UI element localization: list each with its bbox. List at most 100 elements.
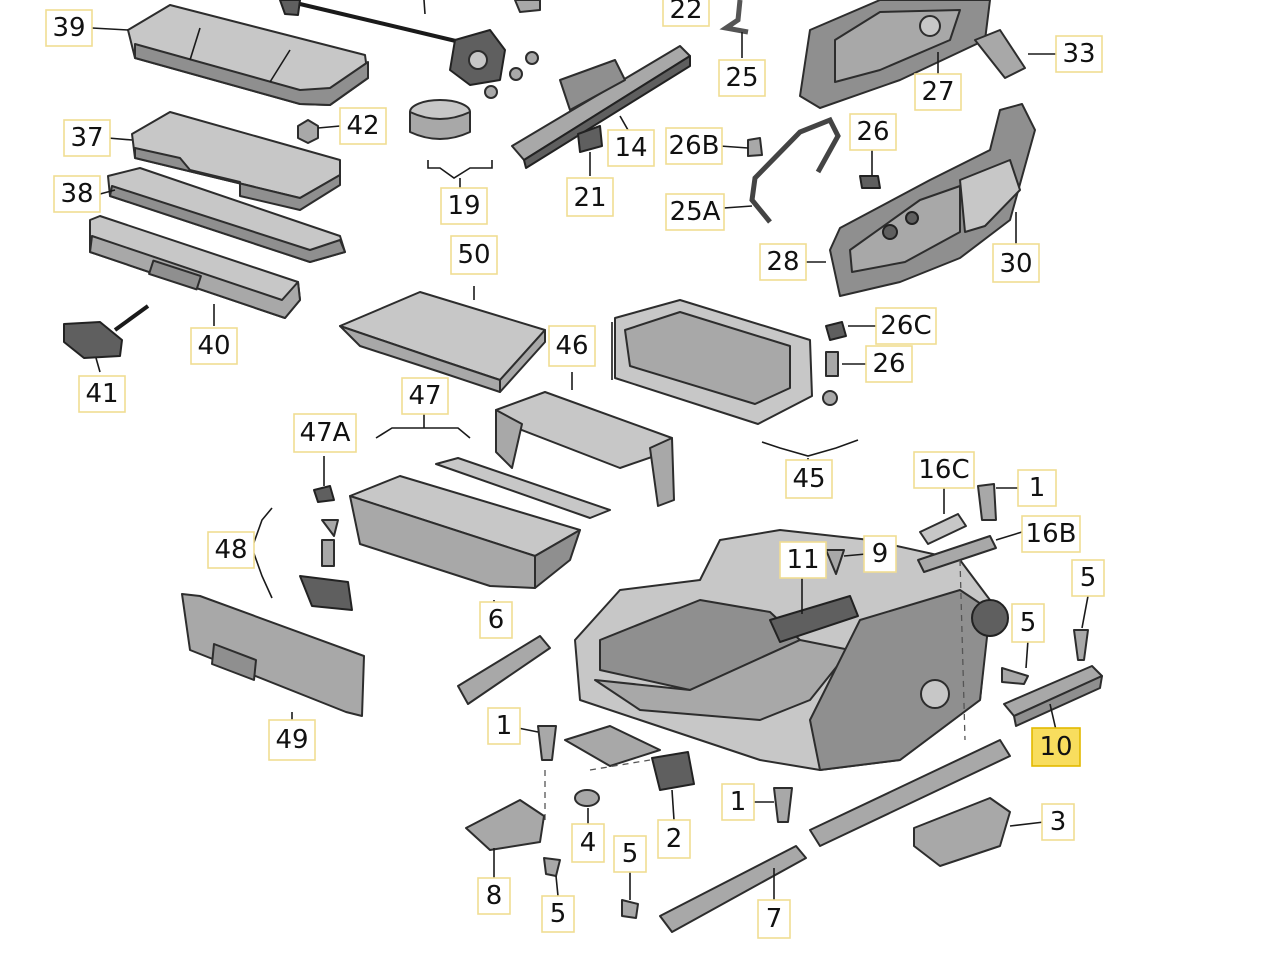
- part-47a-screw: [313, 485, 335, 503]
- part-49-front-trim: [181, 593, 365, 717]
- part-8-bracket: [465, 799, 545, 851]
- callout-41: 41: [78, 375, 126, 413]
- svg-text:42: 42: [346, 111, 379, 141]
- part-41-switch: [63, 304, 150, 359]
- part-14-rail: [511, 45, 691, 169]
- callout-26c: 26C: [875, 307, 937, 345]
- svg-text:5: 5: [622, 839, 639, 869]
- svg-text:26: 26: [856, 117, 889, 147]
- part-1-bolt-bottom: [773, 787, 793, 823]
- leader-lines: [91, 0, 1089, 900]
- svg-text:19: 19: [447, 191, 480, 221]
- callout-1-left: 1: [487, 707, 521, 745]
- callout-26-mid: 26: [865, 345, 913, 383]
- svg-text:33: 33: [1062, 39, 1095, 69]
- svg-text:30: 30: [999, 249, 1032, 279]
- svg-text:49: 49: [275, 725, 308, 755]
- svg-text:9: 9: [872, 539, 889, 569]
- svg-text:10: 10: [1039, 732, 1072, 762]
- svg-text:40: 40: [197, 331, 230, 361]
- callout-3: 3: [1041, 803, 1075, 841]
- svg-text:21: 21: [573, 183, 606, 213]
- svg-text:7: 7: [766, 904, 783, 934]
- part-42-nut: [297, 119, 319, 144]
- part-mechanism-top: [279, 0, 541, 99]
- part-2-motor: [651, 751, 695, 791]
- callout-1-top: 1: [1017, 469, 1057, 507]
- callout-45: 45: [785, 459, 833, 499]
- part-26-screw-top: [859, 175, 881, 189]
- svg-text:37: 37: [70, 123, 103, 153]
- part-5-screw-bottom-b: [621, 899, 639, 919]
- part-5-screw-right: [1073, 629, 1089, 661]
- part-26b-clip: [747, 137, 763, 157]
- callout-39: 39: [45, 9, 93, 47]
- callout-42: 42: [339, 107, 387, 145]
- svg-text:1: 1: [730, 787, 747, 817]
- svg-text:5: 5: [1020, 608, 1037, 638]
- svg-text:5: 5: [550, 899, 567, 929]
- callout-50: 50: [450, 235, 498, 275]
- svg-text:2: 2: [666, 824, 683, 854]
- callout-21: 21: [566, 177, 614, 217]
- part-seat-cushion: [574, 529, 1009, 771]
- svg-text:1: 1: [1029, 473, 1046, 503]
- part-3-cover: [913, 797, 1011, 867]
- part-19-cap: [409, 99, 471, 140]
- svg-text:14: 14: [614, 133, 647, 163]
- callout-28: 28: [759, 243, 807, 281]
- callout-5-bottom-b: 5: [613, 835, 647, 873]
- callout-47a: 47A: [293, 413, 357, 453]
- callout-5-bottom-a: 5: [541, 895, 575, 933]
- svg-text:41: 41: [85, 379, 118, 409]
- svg-text:3: 3: [1050, 807, 1067, 837]
- part-26-screw-mid: [825, 351, 839, 377]
- svg-text:47: 47: [408, 381, 441, 411]
- svg-text:45: 45: [792, 464, 825, 494]
- part-seat-rails: [544, 559, 1011, 847]
- svg-text:48: 48: [214, 535, 247, 565]
- svg-text:27: 27: [921, 77, 954, 107]
- callout-30: 30: [992, 243, 1040, 283]
- callout-11: 11: [779, 541, 827, 579]
- svg-text:16B: 16B: [1026, 519, 1077, 549]
- callout-46: 46: [548, 325, 596, 367]
- part-45-frame: [611, 299, 838, 425]
- part-25a-wireframe: [749, 116, 841, 224]
- svg-text:46: 46: [555, 331, 588, 361]
- svg-text:8: 8: [486, 881, 503, 911]
- part-21-clip: [577, 125, 603, 153]
- callout-48: 48: [207, 531, 255, 569]
- callout-4: 4: [571, 823, 605, 863]
- svg-text:6: 6: [488, 605, 505, 635]
- callout-10: 10: [1031, 727, 1081, 767]
- svg-text:4: 4: [580, 828, 597, 858]
- svg-text:38: 38: [60, 179, 93, 209]
- svg-text:26: 26: [872, 349, 905, 379]
- part-27-side-panel: [799, 0, 991, 109]
- callout-7: 7: [757, 899, 791, 939]
- part-16b-plate: [917, 535, 997, 573]
- part-5-screw-bottom-a: [543, 857, 561, 877]
- svg-text:5: 5: [1080, 563, 1097, 593]
- callout-19: 19: [440, 187, 488, 225]
- part-illustrations: [63, 0, 1103, 933]
- callout-37: 37: [63, 119, 111, 157]
- callout-6: 6: [479, 601, 513, 639]
- svg-text:47A: 47A: [300, 418, 351, 448]
- svg-text:28: 28: [766, 247, 799, 277]
- callout-14: 14: [607, 129, 655, 167]
- callout-49: 49: [268, 719, 316, 761]
- callout-2: 2: [657, 819, 691, 859]
- callout-25a: 25A: [665, 193, 725, 231]
- callout-labels: 39 42 37 38 40 41 19 22: [45, 0, 1105, 939]
- part-26c-clip: [825, 321, 847, 341]
- part-50-tray: [339, 291, 546, 393]
- callout-5-mid: 5: [1011, 603, 1045, 643]
- callout-22: 22: [662, 0, 710, 27]
- svg-text:26B: 26B: [669, 131, 720, 161]
- part-47-box: [349, 457, 611, 589]
- svg-text:25: 25: [725, 63, 758, 93]
- part-9-bolt: [825, 549, 845, 575]
- svg-text:50: 50: [457, 240, 490, 270]
